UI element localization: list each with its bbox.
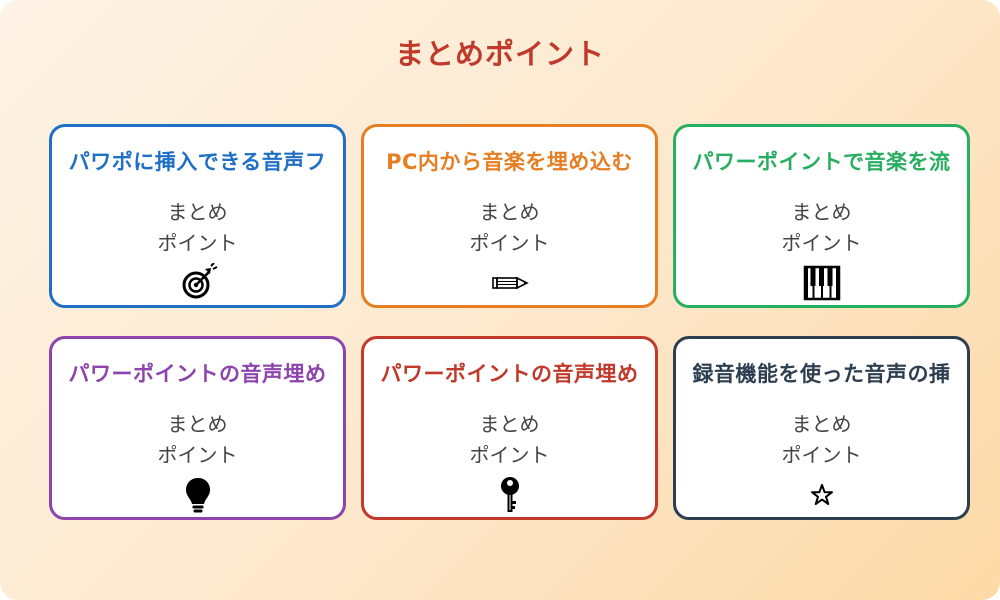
card-title: PC内から音楽を埋め込む [386,150,633,174]
summary-card-5: パワーポイントの音声埋め まとめ ポイント [361,336,658,520]
page-title: まとめポイント [394,37,605,71]
card-title: パワーポイントの音声埋め [68,362,327,386]
card-label-line1: まとめ [791,200,852,224]
card-title: パワーポイントで音楽を流 [692,150,951,174]
card-title: 録音機能を使った音声の挿 [692,362,951,386]
card-label-line2: ポイント [781,231,862,255]
summary-card-6: 録音機能を使った音声の挿 まとめ ポイント [673,336,970,520]
target-arrow-icon [178,263,218,303]
card-label-line1: まとめ [479,412,540,436]
card-label-line2: ポイント [157,443,238,467]
star-icon [802,475,842,515]
card-label-line2: ポイント [469,231,550,255]
piano-keys-icon [802,263,842,303]
card-label-line1: まとめ [479,200,540,224]
lightbulb-icon [178,475,218,515]
card-label-line2: ポイント [781,443,862,467]
card-label-line2: ポイント [469,443,550,467]
card-label-line1: まとめ [167,412,228,436]
card-title: パワポに挿入できる音声フ [68,150,327,174]
summary-card-2: PC内から音楽を埋め込む まとめ ポイント [361,124,658,308]
card-label-line1: まとめ [167,200,228,224]
summary-card-3: パワーポイントで音楽を流 まとめ ポイント [673,124,970,308]
card-title: パワーポイントの音声埋め [380,362,639,386]
pencil-icon [490,263,530,303]
card-label-line2: ポイント [157,231,238,255]
key-icon [490,475,530,515]
summary-card-4: パワーポイントの音声埋め まとめ ポイント [49,336,346,520]
summary-card-1: パワポに挿入できる音声フ まとめ ポイント [49,124,346,308]
card-label-line1: まとめ [791,412,852,436]
